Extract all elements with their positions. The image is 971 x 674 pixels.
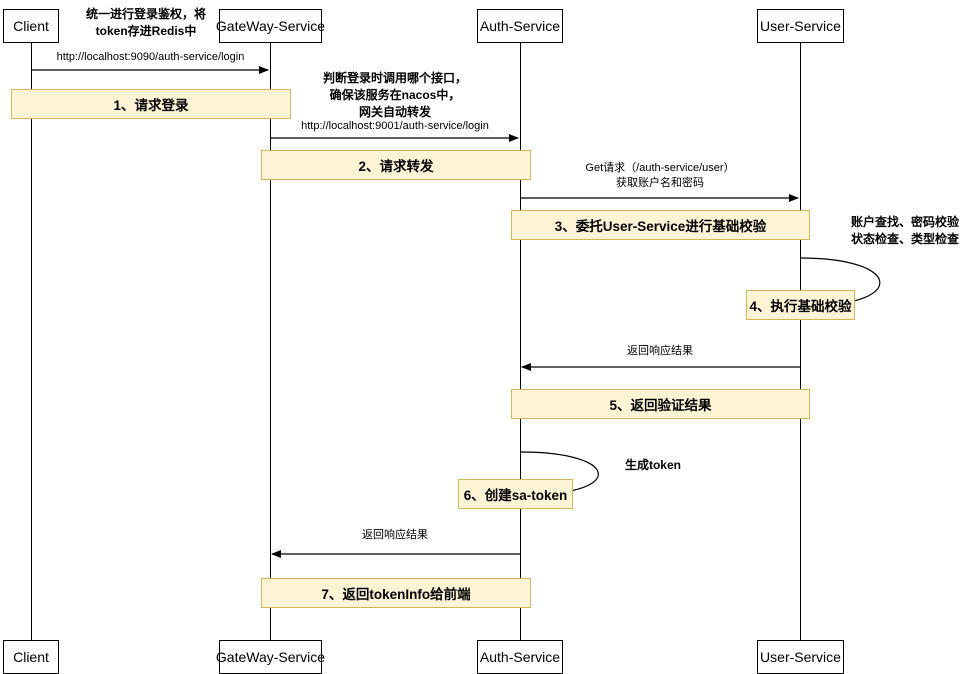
participant-label: User-Service <box>760 18 841 34</box>
step-4-basic-check: 4、执行基础校验 <box>746 290 855 320</box>
participant-label: GateWay-Service <box>215 649 326 665</box>
participant-label: Client <box>13 649 49 665</box>
step-1-request-login: 1、请求登录 <box>11 89 291 119</box>
annotation-generate-token-note: 生成token <box>624 458 681 472</box>
lifeline-user-service <box>800 43 801 640</box>
lifeline-auth-service <box>520 43 521 640</box>
message-label-user-response: 返回响应结果 <box>627 345 693 357</box>
step-3-delegate-user-check: 3、委托User-Service进行基础校验 <box>511 210 810 240</box>
message-label-get-user-request: Get请求（/auth-service/user）获取账户名和密码 <box>585 162 735 189</box>
participant-user-service-bottom: User-Service <box>757 640 844 674</box>
annotation-user-check-note: 账户查找、密码校验状态检查、类型检查 <box>850 215 959 246</box>
step-2-forward-request: 2、请求转发 <box>261 150 531 180</box>
message-label-gateway-forward-request: http://localhost:9001/auth-service/login <box>301 120 489 132</box>
step-label: 7、返回tokenInfo给前端 <box>321 587 471 602</box>
participant-label: GateWay-Service <box>215 18 326 34</box>
participant-client-bottom: Client <box>3 640 59 674</box>
participant-client-top: Client <box>3 9 59 43</box>
step-label: 6、创建sa-token <box>463 488 568 503</box>
step-label: 4、执行基础校验 <box>749 299 852 314</box>
participant-gateway-service-top: GateWay-Service <box>215 9 326 43</box>
participant-auth-service-bottom: Auth-Service <box>477 640 563 674</box>
step-label: 2、请求转发 <box>358 159 434 174</box>
step-label: 3、委托User-Service进行基础校验 <box>554 219 767 234</box>
step-label: 1、请求登录 <box>113 98 189 113</box>
lifeline-gateway-service <box>270 43 271 640</box>
lifeline-client <box>31 43 32 640</box>
participant-label: Client <box>13 18 49 34</box>
step-label: 5、返回验证结果 <box>609 398 712 413</box>
message-label-login-request: http://localhost:9090/auth-service/login <box>56 51 245 63</box>
step-6-create-sa-token: 6、创建sa-token <box>458 479 573 509</box>
step-7-return-token-info: 7、返回tokenInfo给前端 <box>261 578 531 608</box>
annotation-gateway-forward-note: 判断登录时调用哪个接口，确保该服务在nacos中，网关自动转发 <box>322 71 467 119</box>
participant-label: Auth-Service <box>479 18 561 34</box>
participant-user-service-top: User-Service <box>757 9 844 43</box>
message-label-auth-response: 返回响应结果 <box>362 529 428 541</box>
participant-label: Auth-Service <box>479 649 561 665</box>
step-5-return-verify: 5、返回验证结果 <box>511 389 810 419</box>
participant-gateway-service-bottom: GateWay-Service <box>215 640 326 674</box>
participant-auth-service-top: Auth-Service <box>477 9 563 43</box>
participant-label: User-Service <box>760 649 841 665</box>
